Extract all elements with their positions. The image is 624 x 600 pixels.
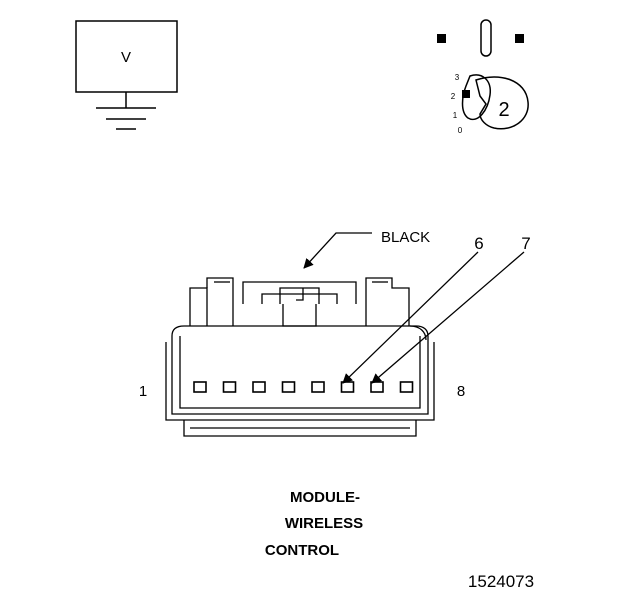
pin-label-first: 1 (139, 383, 147, 400)
voltmeter-label: V (121, 49, 131, 66)
pin-cavities (193, 381, 414, 393)
figure-id: 1524073 (468, 572, 534, 591)
pin-cavity-1 (193, 381, 207, 393)
pin-cavity-2 (222, 381, 237, 393)
caption-line-2: WIRELESS (285, 515, 363, 532)
callout-pin-7: 7 (521, 234, 530, 253)
ground-icon (96, 107, 156, 130)
switch-selected-position: 2 (498, 99, 509, 121)
pin-cavity-3 (252, 381, 266, 393)
switch-position-3: 3 (455, 73, 460, 82)
pin-cavity-5 (311, 381, 325, 393)
caption-line-3: CONTROL (265, 542, 339, 559)
connector-body (165, 277, 435, 437)
pin-6-leader (342, 251, 479, 384)
pin-cavity-8 (399, 381, 414, 393)
voltmeter-symbol: V (75, 20, 178, 130)
caption-line-1: MODULE- (290, 489, 360, 506)
switch-position-0: 0 (458, 126, 463, 135)
pin-cavity-6 (340, 381, 355, 393)
color-callout-label: BLACK (381, 229, 430, 246)
pin-cavity-4 (281, 381, 296, 393)
callout-pin-6: 6 (474, 234, 483, 253)
pin-7-leader (371, 251, 525, 384)
pin-label-last: 8 (457, 383, 465, 400)
black-callout-leader (303, 232, 372, 269)
switch-position-2: 2 (451, 92, 456, 101)
pin-cavity-7 (370, 381, 384, 393)
switch-position-1: 1 (453, 111, 458, 120)
ignition-switch-icon: 3 2 1 0 2 (437, 19, 529, 135)
callout-leaders (303, 232, 525, 384)
